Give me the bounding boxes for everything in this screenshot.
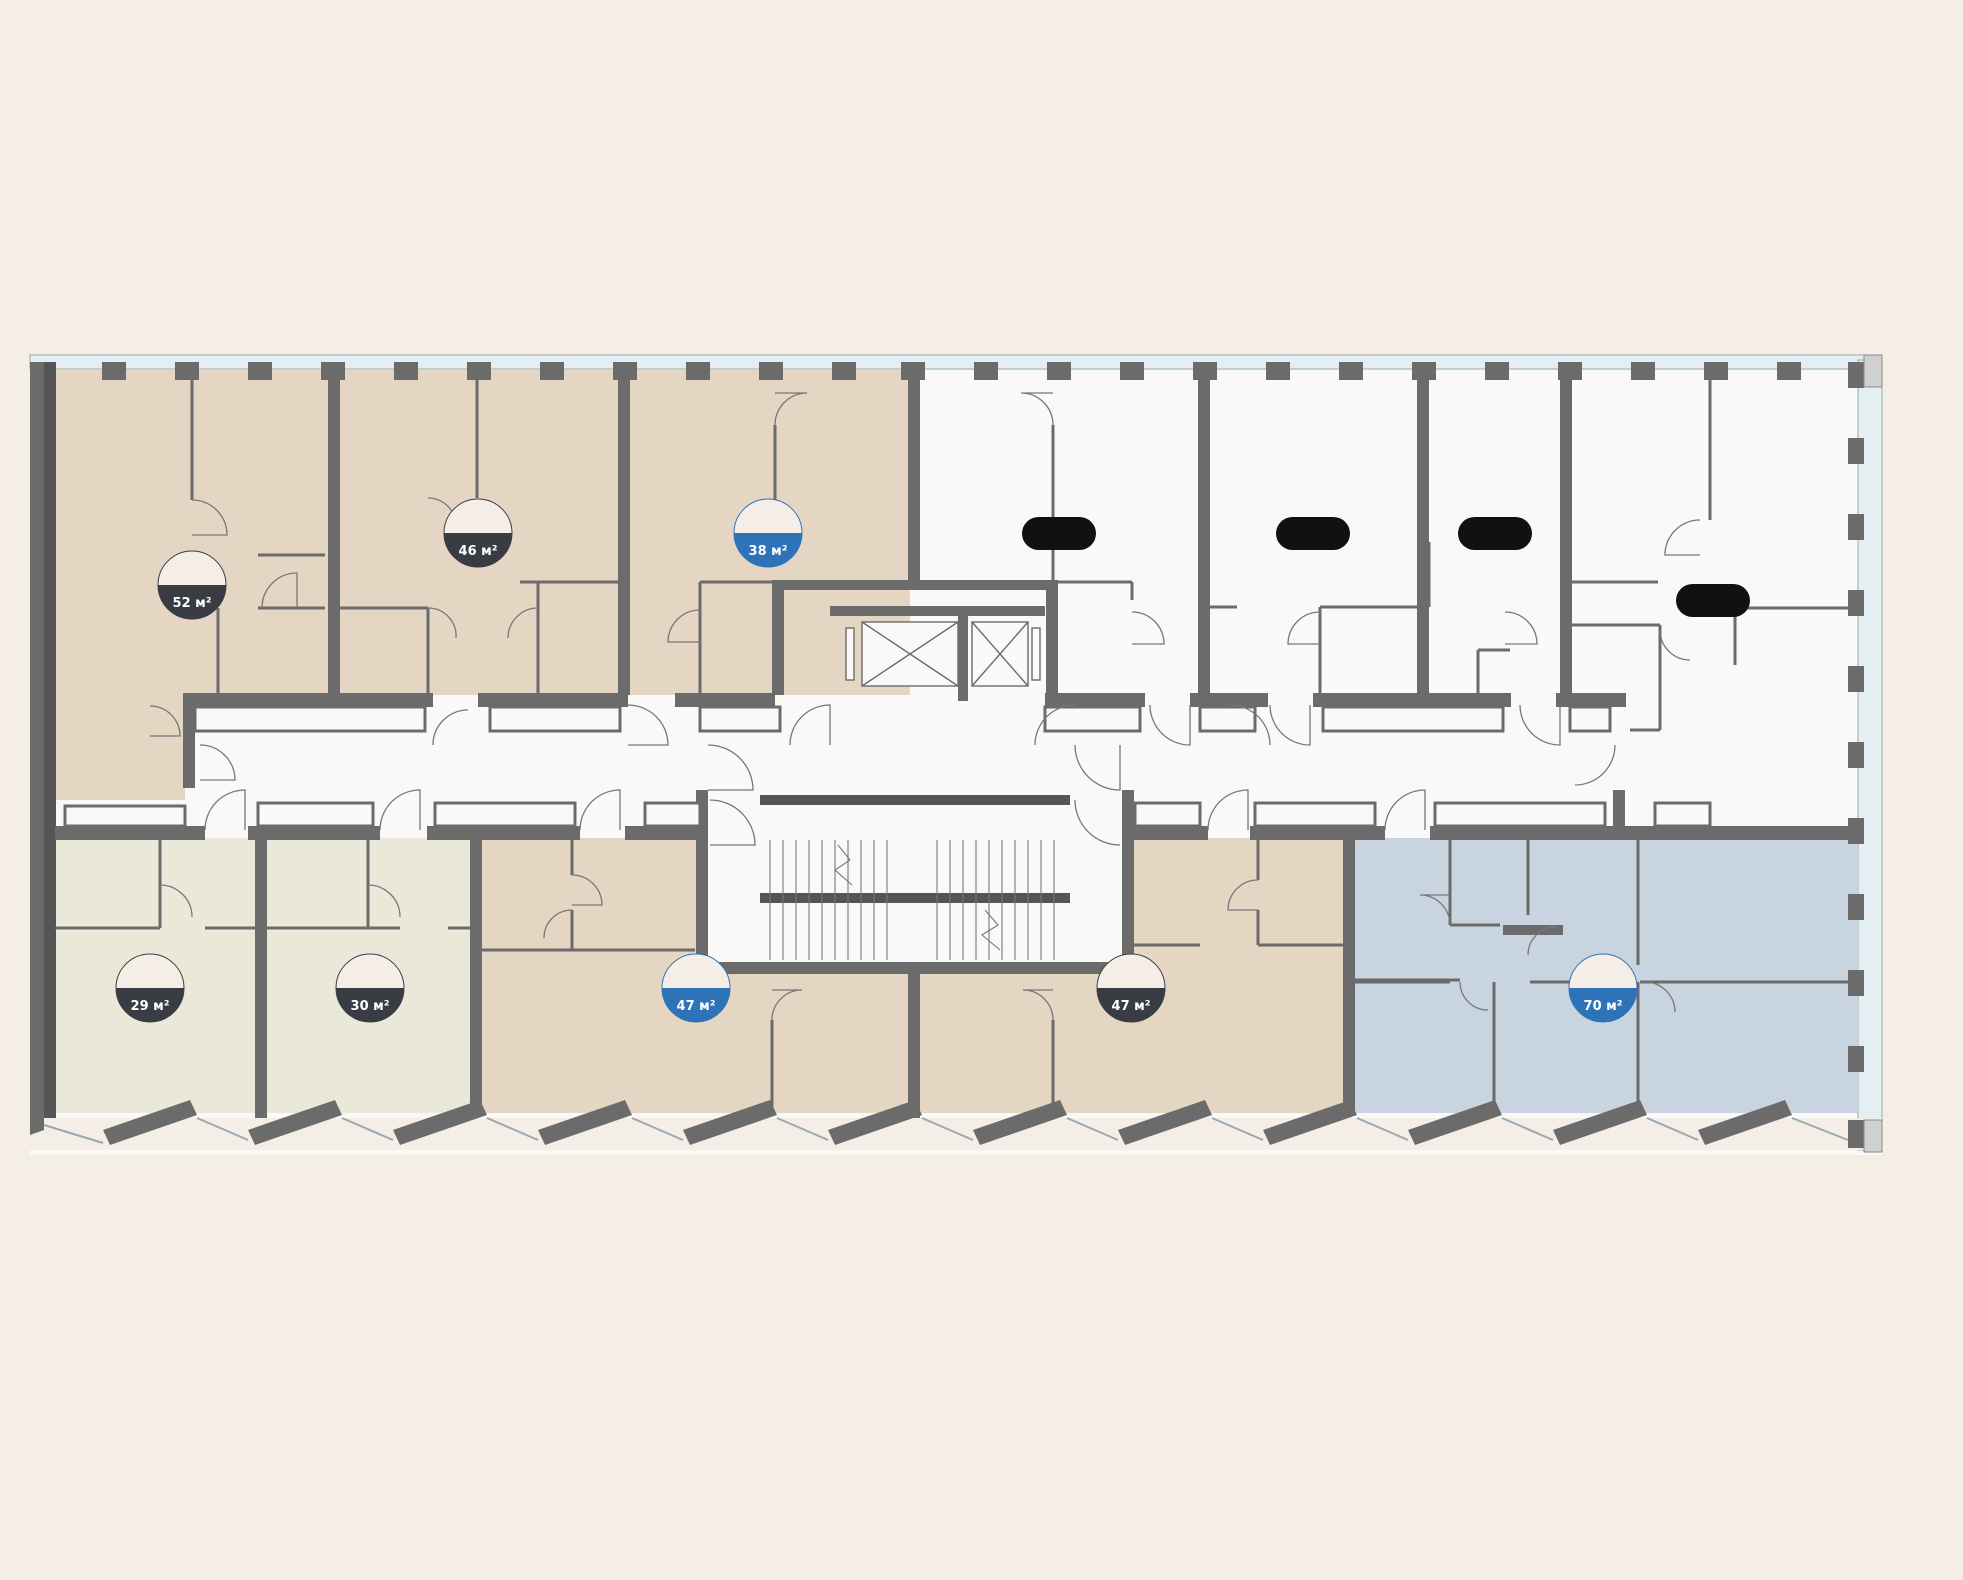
unit-47b-area-b[interactable] <box>1130 838 1348 1113</box>
corridor-bays <box>63 705 1712 828</box>
door-swings <box>149 392 1701 1021</box>
badge-area-text: 30 м² <box>351 999 390 1014</box>
sold-markers <box>1022 517 1750 617</box>
interior-partitions <box>55 380 1855 1113</box>
sold-marker[interactable] <box>1676 584 1750 617</box>
wall-stub <box>1503 925 1563 935</box>
window-mullions-top <box>102 362 1801 380</box>
badge-lower-half <box>158 585 226 619</box>
badge-area-text: 29 м² <box>131 999 170 1014</box>
unit-badge-47a[interactable]: 47 м² <box>661 953 731 1023</box>
unit-badge-47b[interactable]: 47 м² <box>1096 953 1166 1023</box>
area-badges: 52 м² 46 м² 38 м² 29 м² 30 м² 47 м² <box>115 498 1638 1023</box>
sold-marker[interactable] <box>1022 517 1096 550</box>
unit-52-area[interactable] <box>55 370 335 695</box>
badge-area-text: 38 м² <box>749 544 788 559</box>
badge-lower-half <box>336 988 404 1022</box>
unit-badge-52[interactable]: 52 м² <box>157 550 227 620</box>
badge-area-text: 47 м² <box>1112 999 1151 1014</box>
unit-badge-30[interactable]: 30 м² <box>335 953 405 1023</box>
badge-lower-half <box>444 533 512 567</box>
window-strip-top <box>29 354 1883 370</box>
badge-area-text: 47 м² <box>677 999 716 1014</box>
unit-47b-area[interactable] <box>910 970 1130 1113</box>
badge-area-text: 46 м² <box>459 544 498 559</box>
sold-marker[interactable] <box>1458 517 1532 550</box>
unit-badge-46[interactable]: 46 м² <box>443 498 513 568</box>
unit-badge-70[interactable]: 70 м² <box>1568 953 1638 1023</box>
badge-lower-half <box>116 988 184 1022</box>
badge-lower-half <box>662 988 730 1022</box>
badge-lower-half <box>734 533 802 567</box>
walls <box>30 362 1850 1130</box>
unit-47a-area[interactable] <box>478 838 700 1113</box>
sold-marker[interactable] <box>1276 517 1350 550</box>
badge-area-text: 70 м² <box>1584 999 1623 1014</box>
unit-badge-38[interactable]: 38 м² <box>733 498 803 568</box>
badge-area-text: 52 м² <box>173 596 212 611</box>
staircase <box>769 840 1055 960</box>
badge-lower-half <box>1569 988 1637 1022</box>
unit-badge-29[interactable]: 29 м² <box>115 953 185 1023</box>
elevators <box>845 621 1041 687</box>
unit-47a-area-b[interactable] <box>700 970 910 1113</box>
unit-52-area-b[interactable] <box>55 695 185 800</box>
bottom-facade <box>30 354 1883 1153</box>
badge-lower-half <box>1097 988 1165 1022</box>
